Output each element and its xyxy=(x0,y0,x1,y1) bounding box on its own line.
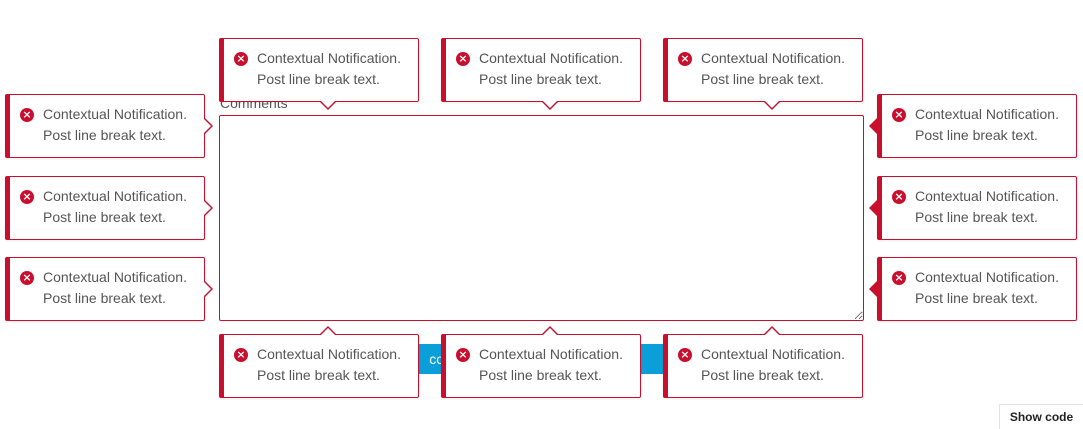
notification-text: Contextual Notification. Post line break… xyxy=(43,267,198,309)
notification-left-1: × Contextual Notification. Post line bre… xyxy=(5,94,213,158)
notification-line2: Post line break text. xyxy=(43,209,166,225)
error-x-icon: × xyxy=(456,348,470,362)
notification-right-1: × Contextual Notification. Post line bre… xyxy=(869,94,1077,158)
notification-line1: Contextual Notification. xyxy=(915,269,1059,285)
notification-line1: Contextual Notification. xyxy=(43,106,187,122)
error-x-icon: × xyxy=(20,190,34,204)
notification-text: Contextual Notification. Post line break… xyxy=(915,267,1070,309)
error-x-icon: × xyxy=(892,108,906,122)
notification-line1: Contextual Notification. xyxy=(479,50,623,66)
error-x-icon: × xyxy=(456,52,470,66)
comments-textarea[interactable] xyxy=(219,115,864,321)
notification-line2: Post line break text. xyxy=(257,367,380,383)
notification-bottom-1: × Contextual Notification. Post line bre… xyxy=(219,326,419,398)
notification-text: Contextual Notification. Post line break… xyxy=(43,104,198,146)
notification-right-3: × Contextual Notification. Post line bre… xyxy=(869,257,1077,321)
error-x-icon: × xyxy=(234,348,248,362)
error-x-icon: × xyxy=(20,271,34,285)
notification-line2: Post line break text. xyxy=(43,127,166,143)
notification-top-1: × Contextual Notification. Post line bre… xyxy=(219,38,419,110)
notification-line1: Contextual Notification. xyxy=(701,50,845,66)
notification-line1: Contextual Notification. xyxy=(257,50,401,66)
notification-top-2: × Contextual Notification. Post line bre… xyxy=(441,38,641,110)
notification-text: Contextual Notification. Post line break… xyxy=(479,48,634,90)
notification-text: Contextual Notification. Post line break… xyxy=(701,344,856,386)
error-x-icon: × xyxy=(234,52,248,66)
notification-right-2: × Contextual Notification. Post line bre… xyxy=(869,176,1077,240)
notification-line1: Contextual Notification. xyxy=(701,346,845,362)
notification-line1: Contextual Notification. xyxy=(479,346,623,362)
error-x-icon: × xyxy=(678,348,692,362)
notification-text: Contextual Notification. Post line break… xyxy=(479,344,634,386)
notification-line2: Post line break text. xyxy=(701,71,824,87)
show-code-button[interactable]: Show code xyxy=(999,404,1083,429)
notification-line2: Post line break text. xyxy=(915,209,1038,225)
notification-bottom-2: × Contextual Notification. Post line bre… xyxy=(441,326,641,398)
notification-left-3: × Contextual Notification. Post line bre… xyxy=(5,257,213,321)
notification-top-3: × Contextual Notification. Post line bre… xyxy=(663,38,863,110)
error-x-icon: × xyxy=(892,271,906,285)
notification-line2: Post line break text. xyxy=(479,71,602,87)
notification-line2: Post line break text. xyxy=(915,290,1038,306)
notification-text: Contextual Notification. Post line break… xyxy=(915,186,1070,228)
notification-line1: Contextual Notification. xyxy=(43,188,187,204)
notification-bottom-3: × Contextual Notification. Post line bre… xyxy=(663,326,863,398)
notification-text: Contextual Notification. Post line break… xyxy=(915,104,1070,146)
notification-text: Contextual Notification. Post line break… xyxy=(257,344,412,386)
notification-line1: Contextual Notification. xyxy=(43,269,187,285)
error-x-icon: × xyxy=(20,108,34,122)
notification-text: Contextual Notification. Post line break… xyxy=(701,48,856,90)
error-x-icon: × xyxy=(678,52,692,66)
notification-line2: Post line break text. xyxy=(257,71,380,87)
error-x-icon: × xyxy=(892,190,906,204)
notification-line1: Contextual Notification. xyxy=(915,188,1059,204)
notification-line2: Post line break text. xyxy=(43,290,166,306)
notification-line2: Post line break text. xyxy=(915,127,1038,143)
notification-line2: Post line break text. xyxy=(701,367,824,383)
notification-line1: Contextual Notification. xyxy=(257,346,401,362)
notification-line2: Post line break text. xyxy=(479,367,602,383)
notification-text: Contextual Notification. Post line break… xyxy=(257,48,412,90)
notification-left-2: × Contextual Notification. Post line bre… xyxy=(5,176,213,240)
notification-text: Contextual Notification. Post line break… xyxy=(43,186,198,228)
notification-line1: Contextual Notification. xyxy=(915,106,1059,122)
